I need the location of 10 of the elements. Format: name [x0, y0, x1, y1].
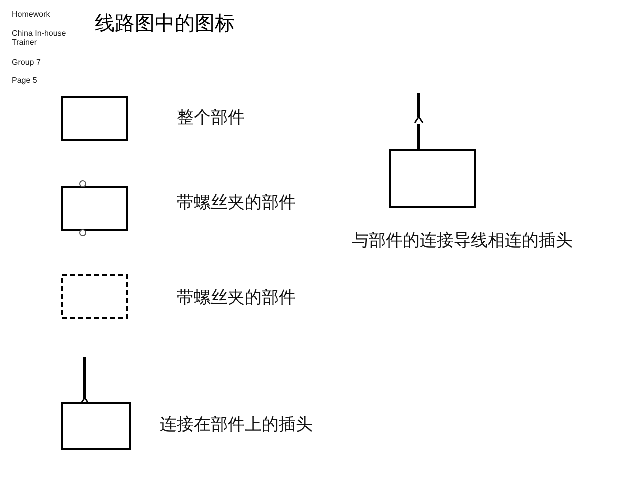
page-title: 线路图中的图标 — [95, 10, 235, 37]
legend-text: 带螺丝夹的部件 — [177, 192, 296, 214]
header-note: China In-house Trainer — [12, 29, 68, 47]
header-note: Homework — [12, 10, 52, 19]
header-note: Group 7 — [12, 58, 42, 67]
legend-text: 与部件的连接导线相连的插头 — [352, 230, 573, 252]
legend-text: 连接在部件上的插头 — [160, 414, 313, 436]
legend-text: 带螺丝夹的部件 — [177, 287, 296, 309]
legend-text: 整个部件 — [177, 107, 245, 129]
header-note: Page 5 — [12, 76, 38, 85]
